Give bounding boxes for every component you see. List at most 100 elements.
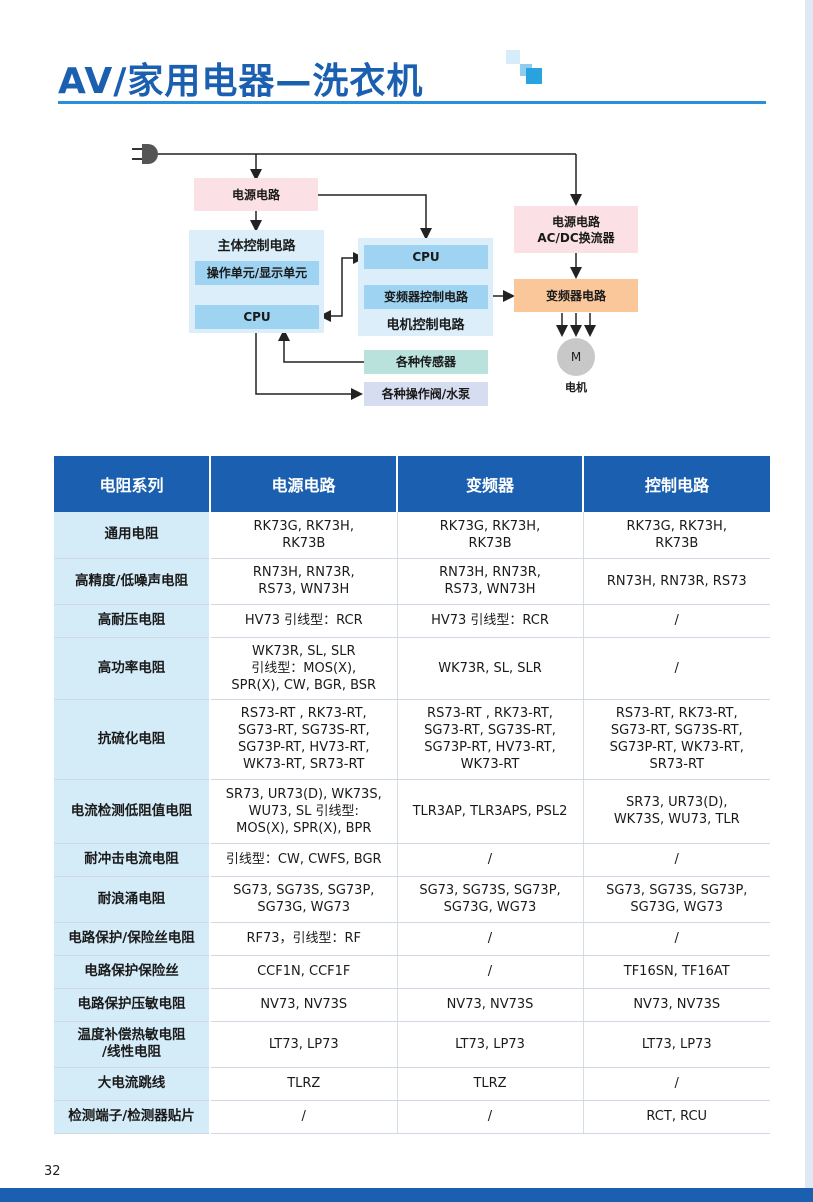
table-cell: HV73 引线型：RCR (397, 604, 584, 638)
power-circuit-left-box: 电源电路 (194, 178, 318, 211)
column-header: 变频器 (397, 456, 584, 512)
sensors-box: 各种传感器 (364, 350, 488, 374)
column-header: 电阻系列 (54, 456, 211, 512)
table-cell: RS73-RT , RK73-RT, SG73-RT, SG73S-RT, SG… (210, 699, 398, 780)
table-cell: LT73, LP73 (210, 1021, 398, 1068)
table-cell: RS73-RT , RK73-RT, SG73-RT, SG73S-RT, SG… (397, 699, 584, 780)
table-cell: RS73-RT, RK73-RT, SG73-RT, SG73S-RT, SG7… (583, 699, 770, 780)
main-control-label: 主体控制电路 (217, 239, 296, 254)
motor-label: 电机 (565, 381, 587, 394)
table-header-row: 电阻系列 电源电路 变频器 控制电路 (54, 456, 770, 512)
table-row: 耐浪涌电阻 SG73, SG73S, SG73P, SG73G, WG73 SG… (54, 876, 770, 923)
row-header: 电路保护压敏电阻 (54, 988, 211, 1022)
table-row: 温度补偿热敏电阻 /线性电阻 LT73, LP73 LT73, LP73 LT7… (54, 1021, 770, 1068)
table-cell: NV73, NV73S (583, 988, 770, 1022)
table-cell: SG73, SG73S, SG73P, SG73G, WG73 (397, 876, 584, 923)
table-row: 通用电阻 RK73G, RK73H, RK73B RK73G, RK73H, R… (54, 512, 770, 559)
table-cell: RK73G, RK73H, RK73B (583, 512, 770, 559)
resistor-spec-table: 电阻系列 电源电路 变频器 控制电路 通用电阻 RK73G, RK73H, RK… (54, 456, 770, 1134)
power-circuit-right-line2: AC/DC换流器 (537, 230, 615, 245)
table-cell: 引线型：CW, CWFS, BGR (210, 843, 398, 877)
table-cell: NV73, NV73S (397, 988, 584, 1022)
decor-square (506, 50, 520, 64)
table-cell: SG73, SG73S, SG73P, SG73G, WG73 (583, 876, 770, 923)
table-cell: WK73R, SL, SLR 引线型：MOS(X), SPR(X), CW, B… (210, 637, 398, 700)
table-row: 高精度/低噪声电阻 RN73H, RN73R, RS73, WN73H RN73… (54, 558, 770, 605)
title-underline (58, 101, 766, 104)
table-cell: / (210, 1100, 398, 1134)
table-cell: / (583, 604, 770, 638)
table-cell: / (583, 843, 770, 877)
table-cell: RK73G, RK73H, RK73B (397, 512, 584, 559)
table-cell: SR73, UR73(D), WK73S, WU73, TLR (583, 779, 770, 844)
block-diagram: 电源电路 主体控制电路 操作单元/显示单元 CPU CPU 变频器控制电路 电机… (0, 0, 813, 440)
table-cell: / (397, 922, 584, 956)
table-cell: TLR3AP, TLR3APS, PSL2 (397, 779, 584, 844)
table-cell: / (397, 843, 584, 877)
table-cell: NV73, NV73S (210, 988, 398, 1022)
table-cell: RN73H, RN73R, RS73, WN73H (210, 558, 398, 605)
row-header: 大电流跳线 (54, 1067, 211, 1101)
inverter-circuit-box: 变频器电路 (514, 279, 638, 312)
table-cell: CCF1N, CCF1F (210, 955, 398, 989)
row-header: 通用电阻 (54, 512, 211, 559)
operation-unit-box: 操作单元/显示单元 (195, 261, 319, 285)
table-row: 电路保护/保险丝电阻 RF73，引线型：RF / / (54, 922, 770, 956)
table-cell: / (583, 1067, 770, 1101)
row-header: 电路保护/保险丝电阻 (54, 922, 211, 956)
table-row: 电流检测低阻值电阻 SR73, UR73(D), WK73S, WU73, SL… (54, 779, 770, 844)
table-cell: LT73, LP73 (583, 1021, 770, 1068)
row-header: 抗硫化电阻 (54, 699, 211, 780)
footer-bar (0, 1188, 813, 1202)
motor-icon: M (557, 338, 595, 376)
table-cell: / (583, 637, 770, 700)
page-number: 32 (44, 1164, 61, 1179)
table-cell: RCT, RCU (583, 1100, 770, 1134)
table-row: 电路保护压敏电阻 NV73, NV73S NV73, NV73S NV73, N… (54, 988, 770, 1022)
table-row: 耐冲击电流电阻 引线型：CW, CWFS, BGR / / (54, 843, 770, 877)
row-header: 温度补偿热敏电阻 /线性电阻 (54, 1021, 211, 1068)
plug-icon (132, 144, 158, 164)
table-cell: / (397, 1100, 584, 1134)
table-cell: WK73R, SL, SLR (397, 637, 584, 700)
row-header: 耐冲击电流电阻 (54, 843, 211, 877)
table-cell: TLRZ (397, 1067, 584, 1101)
table-row: 大电流跳线 TLRZ TLRZ / (54, 1067, 770, 1101)
table-cell: RN73H, RN73R, RS73, WN73H (397, 558, 584, 605)
row-header: 检测端子/检测器贴片 (54, 1100, 211, 1134)
row-header: 电流检测低阻值电阻 (54, 779, 211, 844)
row-header: 高精度/低噪声电阻 (54, 558, 211, 605)
row-header: 高功率电阻 (54, 637, 211, 700)
table-cell: TLRZ (210, 1067, 398, 1101)
table-cell: LT73, LP73 (397, 1021, 584, 1068)
table-row: 电路保护保险丝 CCF1N, CCF1F / TF16SN, TF16AT (54, 955, 770, 989)
column-header: 电源电路 (210, 456, 398, 512)
row-header: 电路保护保险丝 (54, 955, 211, 989)
page-edge-strip (805, 0, 813, 1202)
table-cell: / (583, 922, 770, 956)
power-circuit-right-box: 电源电路 AC/DC换流器 (514, 206, 638, 253)
inverter-control-box: 变频器控制电路 (364, 285, 488, 309)
decor-square (526, 68, 542, 84)
power-circuit-right-line1: 电源电路 (551, 214, 600, 229)
diagram-connectors (132, 144, 596, 400)
table-cell: RK73G, RK73H, RK73B (210, 512, 398, 559)
column-header: 控制电路 (583, 456, 770, 512)
table-row: 高功率电阻 WK73R, SL, SLR 引线型：MOS(X), SPR(X),… (54, 637, 770, 700)
motor-control-label: 电机控制电路 (386, 318, 465, 333)
table-row: 高耐压电阻 HV73 引线型：RCR HV73 引线型：RCR / (54, 604, 770, 638)
row-header: 高耐压电阻 (54, 604, 211, 638)
table-row: 检测端子/检测器贴片 / / RCT, RCU (54, 1100, 770, 1134)
table-cell: SG73, SG73S, SG73P, SG73G, WG73 (210, 876, 398, 923)
table-cell: HV73 引线型：RCR (210, 604, 398, 638)
row-header: 耐浪涌电阻 (54, 876, 211, 923)
table-cell: TF16SN, TF16AT (583, 955, 770, 989)
table-cell: RN73H, RN73R, RS73 (583, 558, 770, 605)
page-title: AV/家用电器—洗衣机 (58, 61, 424, 102)
table-row: 抗硫化电阻 RS73-RT , RK73-RT, SG73-RT, SG73S-… (54, 699, 770, 780)
cpu-motor-box: CPU (364, 245, 488, 269)
table-cell: RF73，引线型：RF (210, 922, 398, 956)
cpu-main-box: CPU (195, 305, 319, 329)
table-cell: SR73, UR73(D), WK73S, WU73, SL 引线型: MOS(… (210, 779, 398, 844)
valves-pump-box: 各种操作阀/水泵 (364, 382, 488, 406)
